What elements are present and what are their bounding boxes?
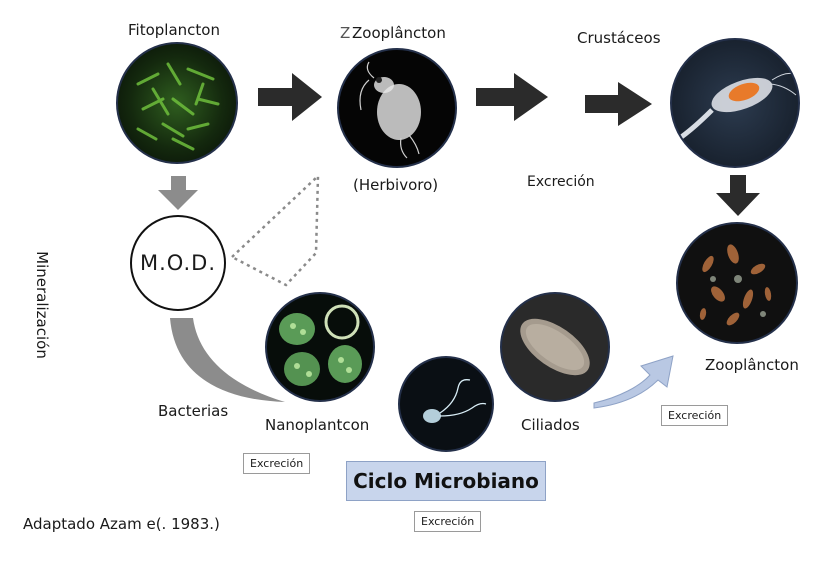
arrow-crustaceos-down bbox=[716, 175, 760, 216]
label-bacterias: Bacterias bbox=[158, 402, 229, 420]
arrow-ciliados-to-zoo bbox=[593, 355, 674, 409]
zooplancton-herbivoro-image bbox=[337, 48, 457, 168]
ciclo-microbiano-label: Ciclo Microbiano bbox=[346, 461, 546, 501]
label-zooplancton-right: Zooplâncton bbox=[705, 356, 799, 374]
arrow-fito-to-zoo bbox=[258, 73, 322, 121]
fitoplancton-image bbox=[116, 42, 238, 164]
arrow-fito-to-mod bbox=[158, 176, 198, 210]
arrow-to-crustaceos bbox=[585, 82, 652, 126]
credit-text: Adaptado Azam e(. 1983.) bbox=[23, 515, 220, 533]
flagellate-image bbox=[398, 356, 494, 452]
ciliados-image bbox=[500, 292, 610, 402]
zooplancton-right-image bbox=[676, 222, 798, 344]
label-herbivoro: (Herbivoro) bbox=[353, 176, 439, 194]
mod-node: M.O.D. bbox=[130, 215, 226, 311]
label-excrecion-top: Excreción bbox=[527, 174, 595, 190]
label-z-mark: Z bbox=[340, 24, 351, 42]
crustaceos-image bbox=[670, 38, 800, 168]
label-zooplancton-top: Zooplâncton bbox=[352, 24, 446, 42]
excrecion-box-left: Excreción bbox=[243, 453, 311, 474]
label-crustaceos: Crustáceos bbox=[577, 29, 661, 47]
excrecion-box-right: Excreción bbox=[661, 405, 729, 426]
label-nanoplantcon: Nanoplantcon bbox=[265, 416, 370, 434]
excrecion-box-center: Excreción bbox=[414, 511, 482, 532]
label-ciliados: Ciliados bbox=[521, 416, 580, 434]
nanoplantcon-image bbox=[265, 292, 375, 402]
arrow-zoo-to-excrecion bbox=[476, 73, 548, 121]
label-fitoplancton: Fitoplancton bbox=[128, 21, 220, 39]
dotted-connector bbox=[231, 173, 320, 287]
label-mineralizacion: Mineralización bbox=[33, 251, 51, 359]
arrow-mod-to-bacterias bbox=[170, 318, 285, 402]
